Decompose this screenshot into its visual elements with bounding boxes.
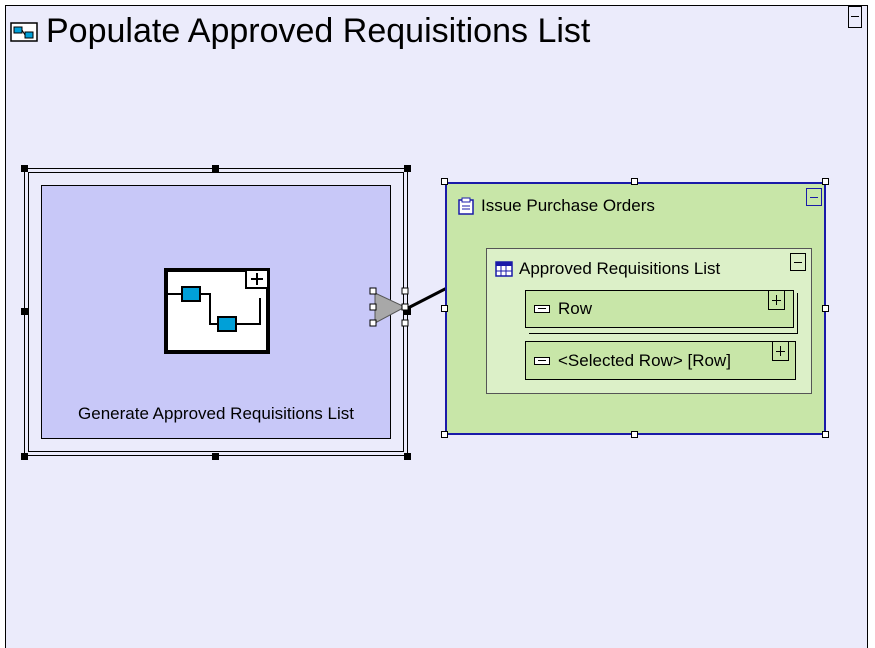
expand-row-button[interactable] <box>768 290 785 310</box>
resize-handle[interactable] <box>212 165 219 172</box>
resize-handle[interactable] <box>631 431 638 438</box>
collapse-diagram-button[interactable] <box>848 6 862 28</box>
diagram-title-text: Populate Approved Requisitions List <box>46 12 591 50</box>
collapse-form-button[interactable] <box>806 188 822 206</box>
resize-handle[interactable] <box>21 453 28 460</box>
resize-handle[interactable] <box>441 305 448 312</box>
subprocess-label: Generate Approved Requisitions List <box>78 404 354 423</box>
table-icon <box>495 261 513 277</box>
resize-handle[interactable] <box>631 178 638 185</box>
resize-handle[interactable] <box>404 165 411 172</box>
subprocess-icon <box>164 268 270 354</box>
resize-handle[interactable] <box>404 308 411 315</box>
output-port[interactable] <box>369 285 419 330</box>
selected-row-label: <Selected Row> [Row] <box>558 350 731 370</box>
row-icon <box>534 356 550 365</box>
resize-handle[interactable] <box>21 308 28 315</box>
form-title-text: Issue Purchase Orders <box>481 196 655 215</box>
resize-handle[interactable] <box>822 431 829 438</box>
resize-handle[interactable] <box>822 178 829 185</box>
list-row[interactable]: Row <box>525 290 794 328</box>
resize-handle[interactable] <box>404 453 411 460</box>
list-title: Approved Requisitions List <box>495 259 720 279</box>
resize-handle[interactable] <box>441 178 448 185</box>
resize-handle[interactable] <box>822 305 829 312</box>
form-icon <box>458 197 474 215</box>
diagram-title: Populate Approved Requisitions List <box>10 12 590 51</box>
row-stack-shadow <box>529 293 798 334</box>
selected-row[interactable]: <Selected Row> [Row] <box>525 341 796 380</box>
collapse-list-button[interactable] <box>790 253 806 271</box>
subprocess-node[interactable]: Generate Approved Requisitions List <box>41 185 391 439</box>
process-icon <box>10 21 38 42</box>
row-icon <box>534 305 550 313</box>
list-title-text: Approved Requisitions List <box>519 259 721 278</box>
resize-handle[interactable] <box>441 431 448 438</box>
expand-selected-row-button[interactable] <box>772 341 789 361</box>
resize-handle[interactable] <box>21 165 28 172</box>
resize-handle[interactable] <box>212 453 219 460</box>
selection-frame-inner <box>28 172 404 452</box>
row-label: Row <box>558 299 593 318</box>
form-title: Issue Purchase Orders <box>457 196 655 216</box>
